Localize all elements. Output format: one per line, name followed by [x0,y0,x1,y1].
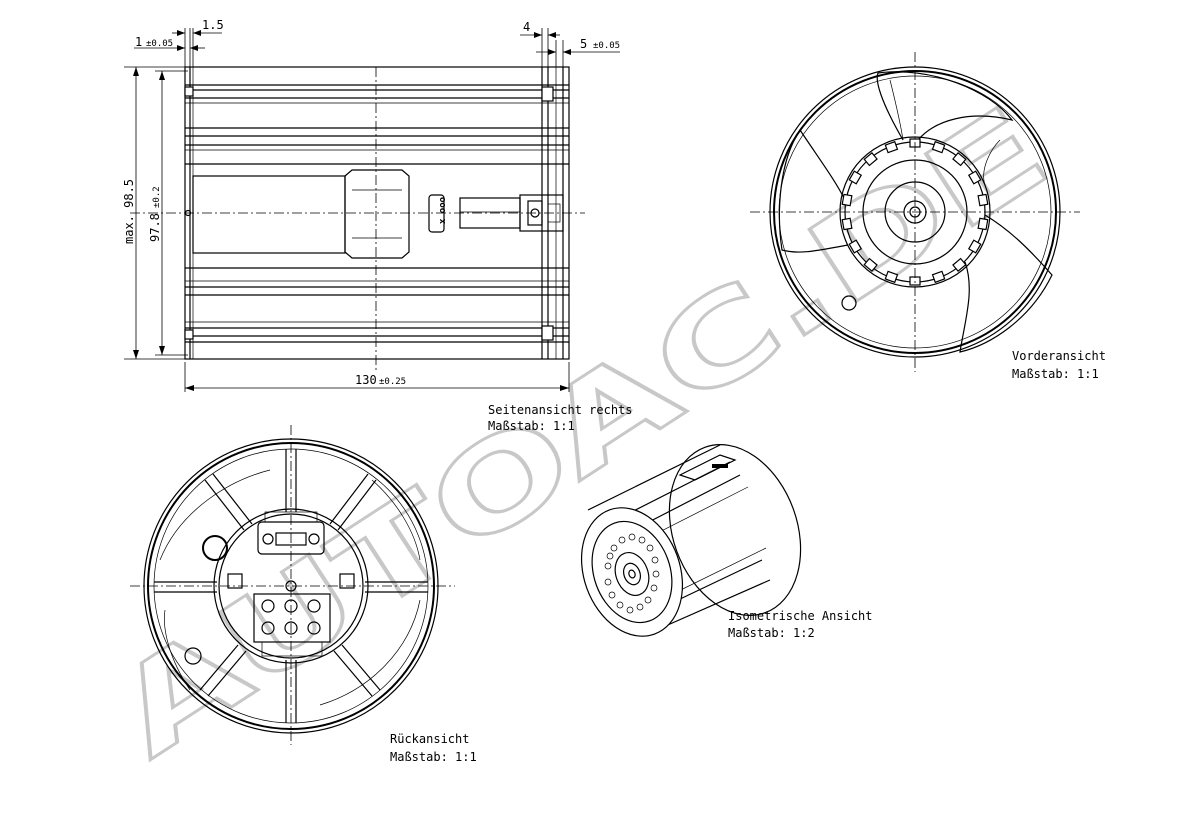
dim-5-tol: ±0.05 [593,41,620,51]
dim-1-tol: ±0.05 [146,39,173,49]
dim-5: 5 [580,37,587,51]
dim-4: 4 [523,20,530,34]
dim-97-8: 97.8 [148,213,162,242]
dim-max-98-5: max. 98.5 [122,179,136,244]
dim-97-8-tol: ±0.2 [152,186,162,208]
side-view-scale: Maßstab: 1:1 [488,419,575,433]
iso-view-scale: Maßstab: 1:2 [728,626,815,640]
dim-1-5: 1.5 [202,18,224,32]
front-view-title: Vorderansicht [1012,349,1106,363]
rear-view-title: Rückansicht [390,732,469,746]
iso-hub-teeth [604,533,660,614]
dim-130-tol: ±0.25 [379,377,406,387]
rear-view-scale: Maßstab: 1:1 [390,750,477,764]
front-view: Vorderansicht Maßstab: 1:1 [750,52,1106,381]
watermark: AUTOAC.DE [90,80,1071,784]
iso-view-title: Isometrische Ansicht [728,609,873,623]
housing-mark: ooo x [437,197,447,225]
side-view-title: Seitenansicht rechts [488,403,633,417]
dim-1: 1 [135,35,142,49]
rear-view: Rückansicht Maßstab: 1:1 [130,425,477,764]
front-hub-teeth [841,138,989,286]
isometric-view: Isometrische Ansicht Maßstab: 1:2 [580,444,873,640]
front-view-scale: Maßstab: 1:1 [1012,367,1099,381]
dim-130: 130 [355,373,377,387]
side-view: ooo x max. 98.5 97.8 ±0.2 13 [122,18,633,433]
